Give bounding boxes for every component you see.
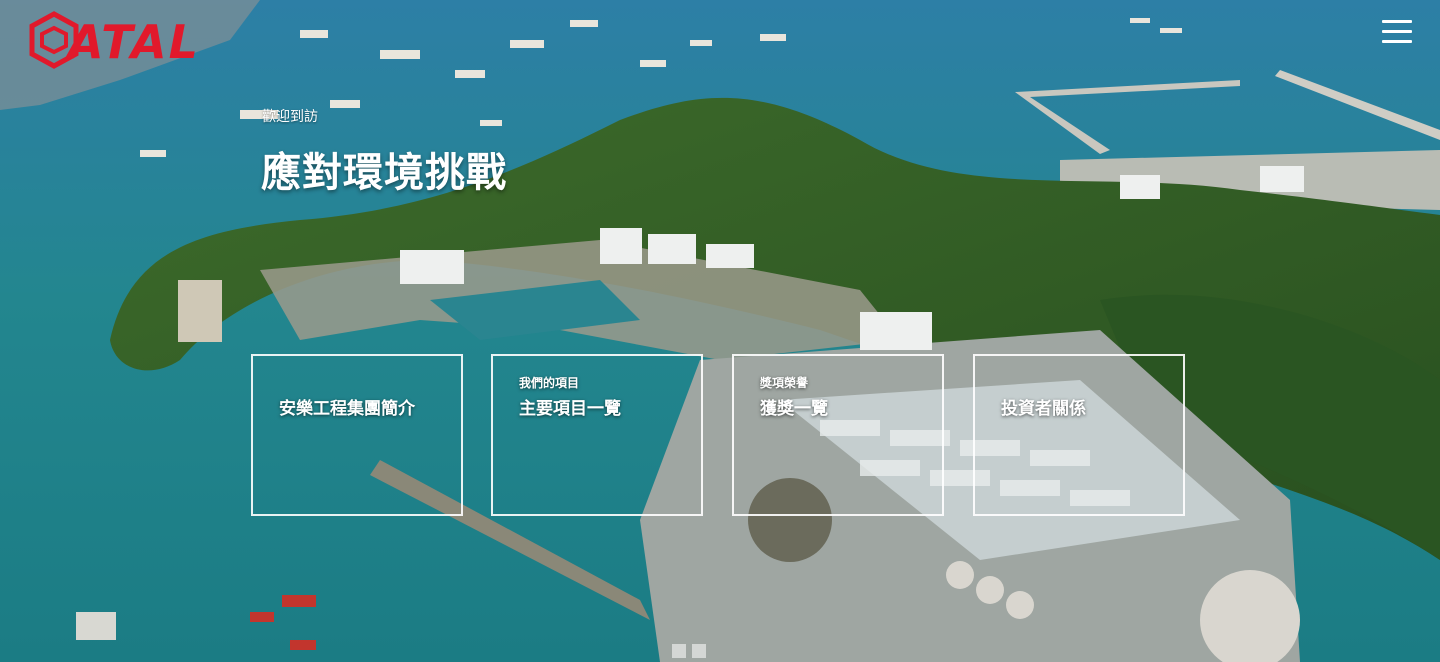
- card-title: 投資者關係: [1001, 399, 1086, 419]
- menu-bar: [1382, 40, 1412, 43]
- card-title: 安樂工程集團簡介: [279, 399, 415, 419]
- card-kicker: 我們的項目: [519, 376, 580, 390]
- card-projects[interactable]: 我們的項目 主要項目一覽: [491, 354, 703, 516]
- atal-hexagon-logo-icon: [29, 11, 79, 69]
- hero-welcome-text: 歡迎到訪: [262, 109, 318, 125]
- slider-pagination: [672, 644, 706, 658]
- hero-headline: 應對環境挑戰: [261, 150, 507, 196]
- card-investor-relations[interactable]: 投資者關係: [973, 354, 1185, 516]
- menu-bar: [1382, 20, 1412, 23]
- card-company-profile[interactable]: 安樂工程集團簡介: [251, 354, 463, 516]
- card-awards[interactable]: 獎項榮譽 獲獎一覽: [732, 354, 944, 516]
- slider-dot-2[interactable]: [692, 644, 706, 658]
- menu-bar: [1382, 30, 1412, 33]
- slider-dot-1[interactable]: [672, 644, 686, 658]
- atal-logo[interactable]: ATAL: [26, 10, 222, 72]
- atal-logo-text: ATAL: [68, 15, 200, 69]
- hamburger-menu-icon[interactable]: [1382, 20, 1412, 46]
- card-title: 獲獎一覽: [760, 399, 828, 419]
- card-title: 主要項目一覽: [519, 399, 621, 419]
- card-kicker: 獎項榮譽: [760, 376, 809, 390]
